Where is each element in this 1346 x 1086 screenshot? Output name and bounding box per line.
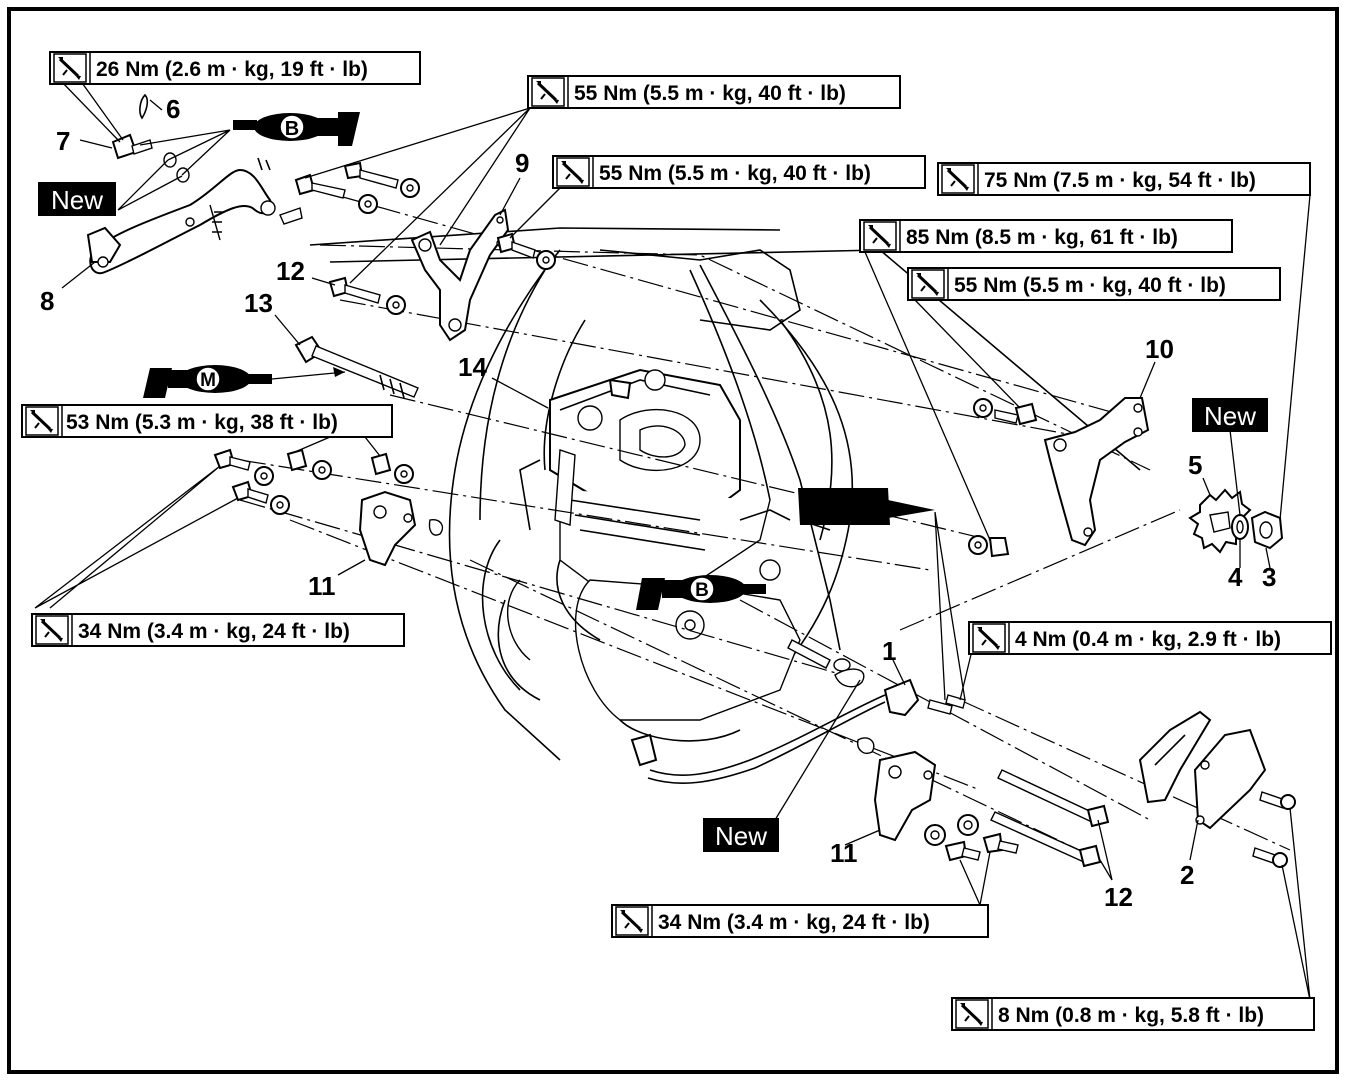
- callout-7: 7: [56, 126, 70, 156]
- torque-spec-8nm: 8 Nm (0.8 m · kg, 5.8 ft · lb): [951, 997, 1315, 1031]
- new-part-label: New: [38, 182, 116, 216]
- torque-label: 55 Nm (5.5 m · kg, 40 ft · lb): [599, 162, 871, 185]
- torque-label: 26 Nm (2.6 m · kg, 19 ft · lb): [96, 58, 368, 81]
- grease-symbol-b-lower: B: [695, 580, 709, 601]
- torque-spec-85nm: 85 Nm (8.5 m · kg, 61 ft · lb): [859, 219, 1233, 253]
- callout-13: 13: [244, 288, 273, 318]
- torque-label: 53 Nm (5.3 m · kg, 38 ft · lb): [66, 411, 338, 434]
- callout-3: 3: [1262, 562, 1276, 592]
- callout-11-left: 11: [308, 571, 336, 601]
- grease-gun-icon: B: [636, 575, 766, 610]
- engine-mount-lower-left: [213, 448, 444, 567]
- engine-mount-lower-right: [857, 737, 1110, 868]
- torque-spec-55nm-9: 55 Nm (5.5 m · kg, 40 ft · lb): [552, 155, 926, 189]
- engine-frame-assembly: [448, 249, 854, 761]
- engine-mount-bolts-upper: [294, 161, 556, 342]
- torque-label: 34 Nm (3.4 m · kg, 24 ft · lb): [658, 911, 930, 934]
- callout-11-lower: 11: [830, 838, 858, 868]
- callout-2: 2: [1180, 860, 1194, 890]
- shift-pedal-assembly: B: [86, 93, 360, 275]
- new-part-label: New: [703, 818, 779, 852]
- grease-symbol-m: M: [200, 370, 216, 391]
- callout-5: 5: [1188, 450, 1202, 480]
- torque-label: 8 Nm (0.8 m · kg, 5.8 ft · lb): [998, 1004, 1264, 1027]
- torque-label: 34 Nm (3.4 m · kg, 24 ft · lb): [78, 620, 350, 643]
- sprocket-cover-assembly: [1138, 710, 1296, 868]
- grease-gun-icon: B: [233, 112, 360, 146]
- engine-mount-bolt-13: M: [143, 335, 419, 399]
- torque-spec-53nm: 53 Nm (5.3 m · kg, 38 ft · lb): [21, 404, 393, 438]
- callout-12-upper: 12: [276, 256, 305, 286]
- torque-label: 75 Nm (7.5 m · kg, 54 ft · lb): [984, 169, 1256, 192]
- callout-14: 14: [458, 352, 487, 382]
- callout-6: 6: [166, 94, 180, 124]
- callout-1: 1: [882, 636, 896, 666]
- callout-4: 4: [1228, 562, 1243, 592]
- torque-label: 55 Nm (5.5 m · kg, 40 ft · lb): [574, 82, 846, 105]
- callout-12-lower: 12: [1104, 882, 1133, 912]
- grease-gun-icon: M: [143, 365, 272, 398]
- drive-sprocket-assembly: [1188, 488, 1284, 554]
- torque-spec-4nm: 4 Nm (0.4 m · kg, 2.9 ft · lb): [968, 621, 1332, 655]
- torque-spec-26nm: 26 Nm (2.6 m · kg, 19 ft · lb): [49, 51, 421, 85]
- torque-label: 4 Nm (0.4 m · kg, 2.9 ft · lb): [1015, 628, 1281, 651]
- svg-text:New: New: [1204, 401, 1256, 431]
- callout-9: 9: [515, 148, 529, 178]
- torque-spec-75nm: 75 Nm (7.5 m · kg, 54 ft · lb): [937, 162, 1311, 196]
- torque-spec-55nm-10: 55 Nm (5.5 m · kg, 40 ft · lb): [907, 267, 1281, 301]
- part-callouts: 6 7 8 9 10 12 13 14 11 5 4 3 1 11 12 2: [40, 94, 1276, 912]
- torque-spec-34nm-left: 34 Nm (3.4 m · kg, 24 ft · lb): [31, 613, 405, 647]
- engine-mount-bracket-10: [968, 397, 1150, 558]
- svg-text:New: New: [51, 185, 103, 215]
- callout-leaders: [34, 79, 1311, 1001]
- torque-label: 85 Nm (8.5 m · kg, 61 ft · lb): [906, 226, 1178, 249]
- frame-border: [7, 7, 1339, 1074]
- callout-10: 10: [1145, 334, 1174, 364]
- sealant-tube-icon: [798, 488, 966, 701]
- svg-text:New: New: [715, 821, 767, 851]
- grease-symbol-b-upper: B: [285, 118, 299, 140]
- callout-8: 8: [40, 286, 54, 316]
- neutral-switch-assembly: [630, 639, 966, 784]
- torque-spec-55nm-upper: 55 Nm (5.5 m · kg, 40 ft · lb): [527, 75, 901, 109]
- new-part-label: New: [1192, 398, 1268, 432]
- torque-label: 55 Nm (5.5 m · kg, 40 ft · lb): [954, 274, 1226, 297]
- torque-spec-34nm-lower: 34 Nm (3.4 m · kg, 24 ft · lb): [611, 904, 989, 938]
